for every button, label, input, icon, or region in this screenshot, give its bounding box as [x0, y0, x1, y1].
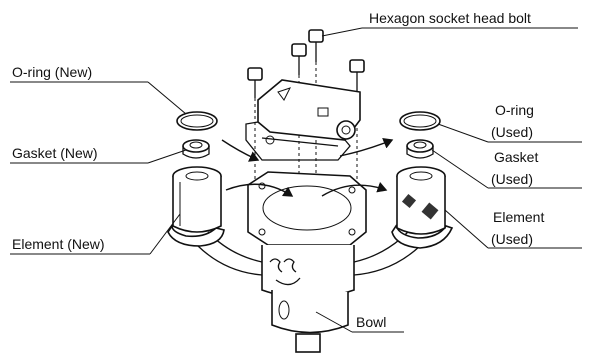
label-bowl: Bowl	[356, 314, 386, 330]
label-element-used-line2: (Used)	[491, 231, 533, 247]
label-element-used-line1: Element	[493, 209, 544, 225]
dirt-marks	[401, 193, 439, 220]
oring-new	[176, 111, 218, 131]
gasket-used	[406, 139, 434, 159]
label-oring-new: O-ring (New)	[12, 64, 92, 80]
label-gasket-used-line2: (Used)	[491, 171, 533, 187]
element-used	[396, 166, 446, 235]
label-gasket-used-line1: Gasket	[494, 149, 538, 165]
label-gasket-new: Gasket (New)	[12, 145, 98, 161]
element-new	[172, 166, 222, 233]
label-hexagon-socket-head-bolt: Hexagon socket head bolt	[369, 10, 531, 26]
right-hand	[391, 224, 454, 249]
label-element-new: Element (New)	[12, 236, 105, 252]
leader-lines	[10, 27, 582, 333]
label-oring-used-line2: (Used)	[491, 124, 533, 140]
filter-head	[245, 79, 361, 161]
gasket-new	[182, 139, 210, 159]
oring-used	[399, 111, 441, 131]
labels: Hexagon socket head bolt O-ring (New) Ga…	[12, 10, 544, 330]
movement-arrows	[221, 138, 394, 197]
bowl	[197, 171, 421, 353]
label-oring-used-line1: O-ring	[495, 102, 534, 118]
